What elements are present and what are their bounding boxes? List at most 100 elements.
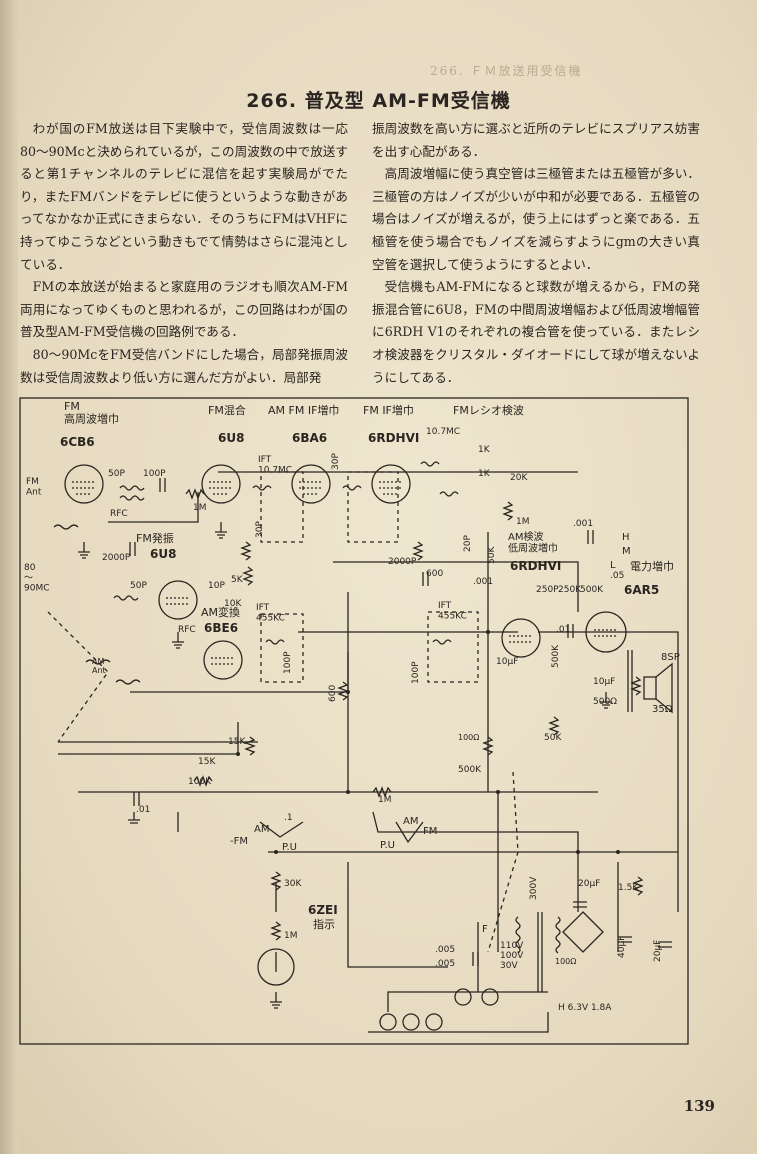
component-label: 600 [328,685,338,702]
switch-label: AM [403,816,418,827]
component-label: 35Ω [652,704,673,715]
component-label: 1.5K [618,883,639,893]
switch-label: AM [254,824,269,835]
component-label: 500K [580,585,604,595]
paragraph: 80〜90McをFM受信バンドにした場合，局部発振周波数は受信周波数より低い方に… [20,346,348,385]
paragraph: 高周波増幅に使う真空管は三極管または五極管が多い．三極管の方はノイズが少いが中和… [372,166,700,272]
switch-label: P.U [380,840,395,851]
component-label: 2000P [102,553,131,563]
section-title: 266. 普及型 AM-FM受信機 [246,90,511,112]
component-label: 50P [108,469,125,479]
tube-6ba6-symbol [291,464,331,504]
component-label: 1M [378,795,392,805]
component-label: 250P [536,585,559,595]
component-label: 20P [463,535,473,552]
paragraph: わが国のFM放送は目下実験中で，受信周波数は一応80〜90Mcと決められているが… [20,121,348,272]
component-label: .01 [556,625,570,635]
stage-label-am-conv: AM変換 [201,605,240,619]
tube-6be6-symbol [203,640,243,680]
switch-label: L [610,560,616,571]
component-label: .05 [610,571,624,581]
component-label: 10μF [496,657,518,667]
component-label: 10μF [593,677,615,687]
component-label: 110V [500,941,524,951]
stage-label-am-fm-if: AM FM IF増巾 [268,403,339,417]
text-column-left: わが国のFM放送は目下実験中で，受信周波数は一応80〜90Mcと決められているが… [20,118,348,389]
component-label: H 6.3V 1.8A [558,1003,612,1013]
component-label: RFC [178,625,196,635]
component-label: 10.7MC [426,427,460,437]
component-label: .005 [435,945,455,955]
component-label: 500K [458,765,482,775]
stage-label-fm-if: FM IF増巾 [363,403,414,417]
tube-label-6zei: 6ZEI [308,903,338,917]
component-label: 100Ω [555,957,576,966]
stage-label-fm-osc: FM発振 [136,531,174,545]
component-label: 30P [255,521,265,538]
component-label: .01 [136,805,150,815]
component-label: 20μF [653,940,663,962]
tube-label-6u8-osc: 6U8 [150,547,176,561]
component-label: 100P [283,651,293,674]
tube-6rdhvi-det-symbol [501,618,541,658]
component-label: 20μF [578,879,600,889]
tube-label-6ba6: 6BA6 [292,431,327,445]
component-label: 30V [500,961,518,971]
component-label: 100P [143,469,166,479]
component-label: 1K [478,469,491,479]
component-label: 1M [284,931,298,941]
component-label: 250K [558,585,582,595]
component-label: 1K [478,445,491,455]
component-label: 5K [231,575,244,585]
component-label: 40μF [617,936,627,958]
component-label: 2000P [388,557,417,567]
switch-label: F [482,924,488,935]
paragraph: 振周波数を高い方に選ぶと近所のテレビにスプリアス妨害を出す心配がある． [372,121,700,159]
tube-6rdhvi-if-symbol [371,464,411,504]
tube-6zei-symbol [257,948,295,986]
component-label: 500K [551,644,561,668]
component-label: 1M [516,517,530,527]
component-label: 100V [500,951,524,961]
text-column-right: 振周波数を高い方に選ぶと近所のテレビにスプリアス妨害を出す心配がある． 高周波増… [372,118,700,389]
switch-label: P.U [282,842,297,853]
stage-label-fm-mixer: FM混合 [208,403,246,417]
component-label: 10K [224,599,242,609]
tube-label-6rdhvi-det: 6RDHVI [510,559,561,573]
stage-label-fm-ratio: FMレシオ検波 [453,403,524,417]
switch-label: H [622,532,630,543]
component-label: .001 [473,577,493,587]
tube-6u8-mixer-symbol [201,464,241,504]
component-label: 500Ω [593,697,617,707]
component-label: RFC [110,509,128,519]
paragraph: FMの本放送が始まると家庭用のラジオも順次AM-FM両用になってゆくものと思われ… [20,279,348,340]
component-label: 300V [529,876,539,900]
tube-label-6u8-mixer: 6U8 [218,431,244,445]
tube-6cb6-symbol [64,464,104,504]
tube-label-6ar5: 6AR5 [624,583,659,597]
component-label: 20K [510,473,528,483]
component-label: 100Ω [458,733,479,742]
bleed-through-text: 266. ＦＭ放送用受信機 [430,64,583,78]
switch-label: M [622,546,631,557]
component-label: 15K [198,757,216,767]
component-label: 1M [193,503,207,513]
paragraph: 受信機もAM-FMになると球数が増えるから，FMの発振混合管に6U8，FMの中間… [372,279,700,385]
component-label: 15K [228,737,246,747]
component-label: .005 [435,959,455,969]
schematic-frame [19,397,689,1045]
component-label: 100K [188,777,212,787]
tube-label-6be6: 6BE6 [204,621,238,635]
component-label: .1 [284,813,293,823]
component-label: 600 [426,569,443,579]
tube-6u8-osc-symbol [158,580,198,620]
component-label: 30K [284,879,302,889]
